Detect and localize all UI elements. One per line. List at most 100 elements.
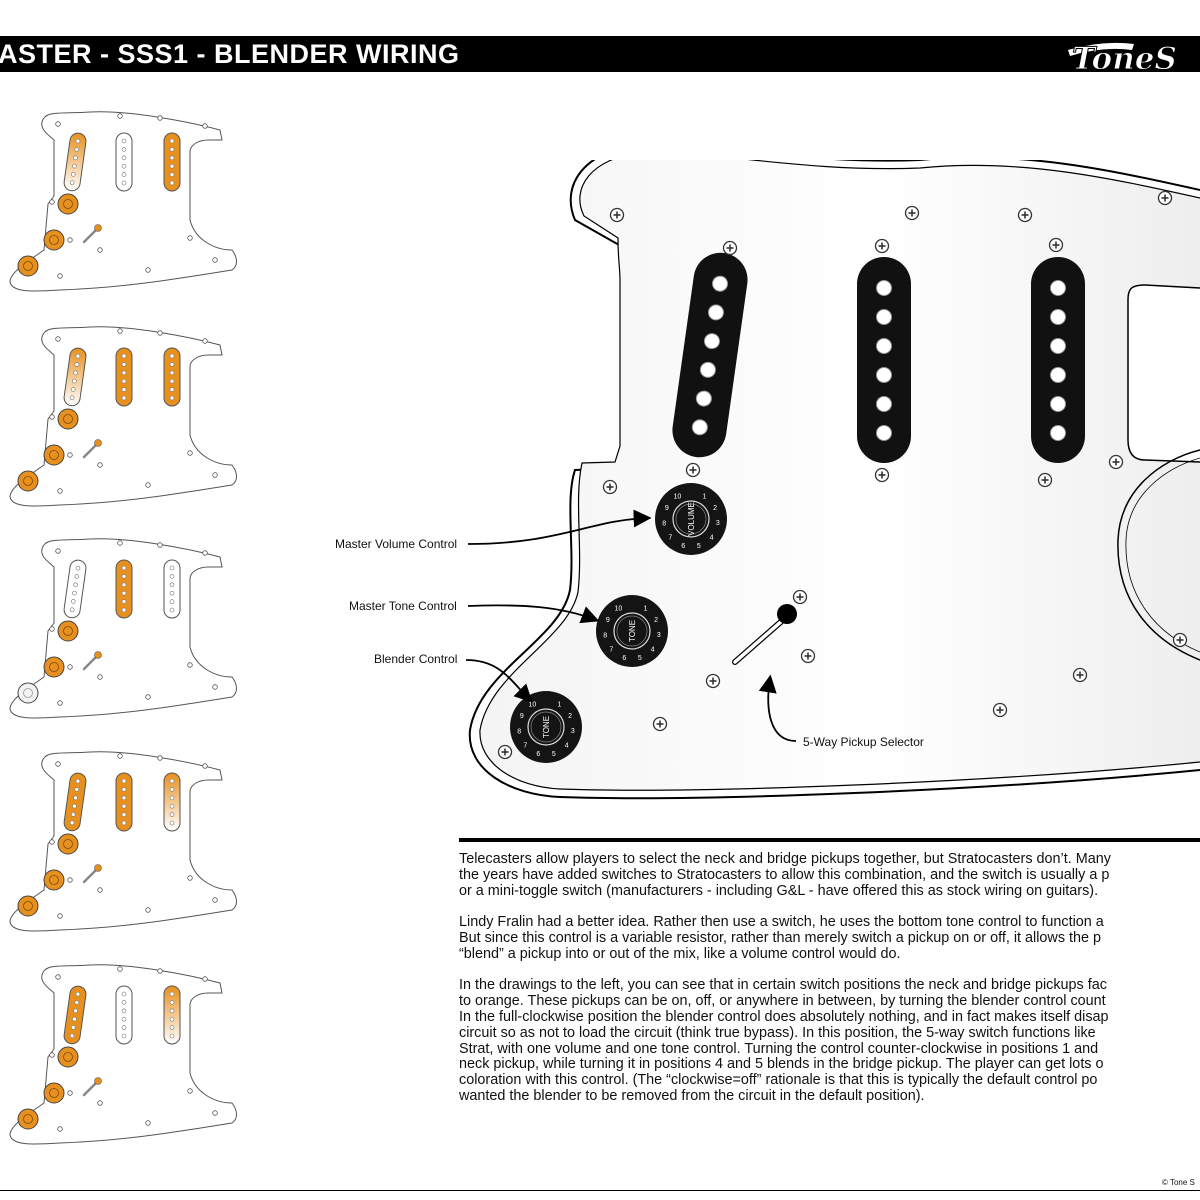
knob-number: 9 xyxy=(665,505,669,512)
footer-rule xyxy=(0,1190,1200,1191)
volume-callout-arrow xyxy=(467,509,652,545)
pole-piece xyxy=(876,425,892,441)
thumbnail-selector-tip xyxy=(94,1077,102,1085)
thumbnail-knob-tone xyxy=(43,1082,65,1104)
thumbnail-knob-blender xyxy=(17,1108,39,1130)
screw-icon xyxy=(874,467,890,483)
description-line: Strat, with one volume and one tone cont… xyxy=(459,1040,1099,1057)
thumbnail-knob-tone xyxy=(43,444,65,466)
screw-icon xyxy=(55,548,61,554)
screw-icon xyxy=(1048,237,1064,253)
screw-icon xyxy=(212,684,218,690)
knob-number: 6 xyxy=(681,543,685,550)
neck-pickup-thumbnail xyxy=(63,132,87,192)
description-line: circuit so as not to load the circuit (t… xyxy=(459,1024,1096,1041)
screw-icon xyxy=(49,1052,55,1058)
switch-position-1-diagram xyxy=(0,100,250,300)
screw-icon xyxy=(202,976,208,982)
knob-label: TONE xyxy=(628,620,637,642)
pole-piece xyxy=(1050,309,1066,325)
middle-pickup xyxy=(857,257,911,463)
screw-icon xyxy=(145,482,151,488)
thumbnail-knob-volume xyxy=(57,408,79,430)
screw-icon xyxy=(1072,667,1088,683)
tone-callout-arrow xyxy=(467,604,600,624)
knob-label: TONE xyxy=(542,716,551,738)
pole-piece xyxy=(712,275,729,292)
pole-piece xyxy=(1050,425,1066,441)
pole-piece xyxy=(876,280,892,296)
pole-piece xyxy=(691,419,708,436)
screw-icon xyxy=(187,662,193,668)
description-line: or a mini-toggle switch (manufacturers -… xyxy=(459,882,1099,899)
screw-icon xyxy=(874,238,890,254)
screw-icon xyxy=(157,330,163,336)
description-line: But since this control is a variable res… xyxy=(459,929,1102,946)
screw-icon xyxy=(117,328,123,334)
thumbnail-knob-blender xyxy=(17,255,39,277)
screw-icon xyxy=(145,694,151,700)
screw-icon xyxy=(202,338,208,344)
screw-icon xyxy=(57,488,63,494)
thumbnail-knob-volume xyxy=(57,620,79,642)
pole-piece xyxy=(1050,367,1066,383)
screw-icon xyxy=(49,839,55,845)
neck-pickup-thumbnail xyxy=(63,559,87,619)
five-way-selector[interactable] xyxy=(732,604,797,665)
knob-number: 4 xyxy=(565,742,569,749)
description-line: In the drawings to the left, you can see… xyxy=(459,977,1107,994)
middle-pickup-thumbnail xyxy=(115,132,133,192)
knob-number: 6 xyxy=(536,751,540,758)
selector-tip[interactable] xyxy=(777,604,797,624)
screw-icon xyxy=(1172,632,1188,648)
selector-callout-label: 5-Way Pickup Selector xyxy=(803,735,924,749)
thumbnail-knob-blender xyxy=(17,895,39,917)
screw-icon xyxy=(57,1126,63,1132)
screw-icon xyxy=(202,763,208,769)
description-rule xyxy=(459,838,1200,842)
description-line: the years have added switches to Stratoc… xyxy=(459,866,1110,883)
screw-icon xyxy=(1017,207,1033,223)
screw-icon xyxy=(67,237,73,243)
pole-piece xyxy=(695,390,712,407)
screw-icon xyxy=(212,1110,218,1116)
bridge-pickup-thumbnail xyxy=(163,559,181,619)
thumbnail-svg xyxy=(9,326,237,507)
screw-icon xyxy=(97,462,103,468)
knob-number: 3 xyxy=(716,520,720,527)
knob-number: 1 xyxy=(644,606,648,613)
blender-callout-label: Blender Control xyxy=(374,652,458,666)
screw-icon xyxy=(55,761,61,767)
bridge-pickup-thumbnail xyxy=(163,985,181,1045)
screw-icon xyxy=(97,887,103,893)
knob-number: 9 xyxy=(606,617,610,624)
screw-icon xyxy=(67,877,73,883)
knob-number: 3 xyxy=(571,728,575,735)
thumbnail-knob-volume xyxy=(57,833,79,855)
knob-number: 5 xyxy=(697,543,701,550)
thumbnail-knob-blender xyxy=(17,682,39,704)
neck-pickup-thumbnail xyxy=(63,347,87,407)
bridge-pickup-thumbnail xyxy=(163,772,181,832)
screw-icon xyxy=(904,205,920,221)
screw-icon xyxy=(145,907,151,913)
screw-icon xyxy=(117,753,123,759)
knob-number: 8 xyxy=(603,632,607,639)
description-line: Telecasters allow players to select the … xyxy=(459,852,1111,867)
pickguard-inner-edge xyxy=(479,151,1200,791)
main-pickguard-svg: 12345678910VOLUME12345678910TONE12345678… xyxy=(465,143,1200,800)
knob-number: 10 xyxy=(528,702,536,709)
blender-callout-arrow xyxy=(465,659,533,703)
screw-icon xyxy=(49,414,55,420)
knob-number: 5 xyxy=(638,655,642,662)
thumbnail-svg xyxy=(9,538,237,719)
screw-icon xyxy=(157,968,163,974)
pole-piece xyxy=(1050,338,1066,354)
knob-number: 8 xyxy=(662,520,666,527)
screw-icon xyxy=(117,113,123,119)
screw-icon xyxy=(57,700,63,706)
copyright: © Tone S xyxy=(1162,1178,1195,1187)
